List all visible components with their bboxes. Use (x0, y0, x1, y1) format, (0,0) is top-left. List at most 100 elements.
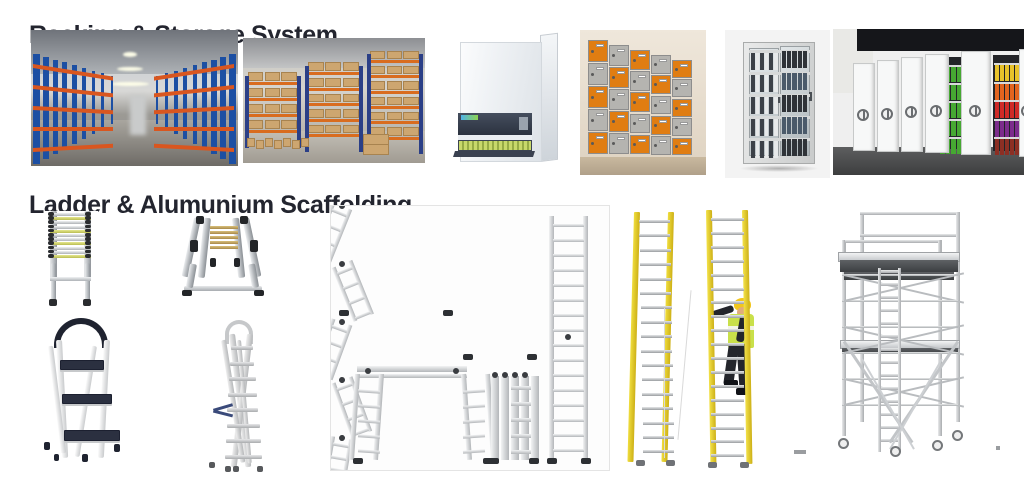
stepladder-step (228, 392, 257, 397)
stool-safety-handle (54, 318, 108, 348)
rack-beam (154, 127, 234, 131)
rack-beam (367, 60, 423, 63)
ladder-collar (85, 241, 91, 245)
compactor-handwheel[interactable] (930, 105, 942, 118)
rack-upright (156, 76, 158, 124)
ladder-rung (462, 419, 486, 424)
locker-name-tag (680, 141, 688, 145)
locker-name-tag (596, 113, 604, 116)
aisle-vanishing-point (130, 95, 147, 136)
file-binder (1005, 65, 1010, 81)
module-brand-logo (461, 115, 478, 120)
ladder-rung (641, 349, 673, 353)
ladder-rung (641, 378, 673, 382)
ladder-rung (639, 220, 670, 223)
cabinet-door-handle (777, 94, 780, 103)
ladder-foot (708, 462, 717, 468)
compactor-handwheel[interactable] (905, 106, 917, 119)
stepladder-foot (209, 462, 215, 468)
file-binder (1010, 120, 1015, 137)
ladder-rung (642, 392, 673, 396)
cabinet-shelf (749, 116, 810, 119)
rack-beam (245, 114, 301, 117)
cabinet-shadow (739, 165, 819, 172)
cabinet-file-binder (755, 53, 760, 70)
ladder-rung (711, 245, 744, 249)
cabinet-file-binder (787, 51, 792, 68)
carton-box (370, 81, 386, 90)
file-binder (1005, 102, 1010, 118)
scaffold-guard-rail (860, 234, 956, 237)
ladder-rung (711, 231, 744, 235)
product-image-eight-step-aluminium-stepladder (203, 320, 279, 472)
compactor-shelf (939, 83, 961, 85)
scaffold-access-ladder-rung (878, 335, 900, 338)
ladder-hinge (492, 372, 498, 378)
compactor-handwheel[interactable] (881, 107, 893, 120)
ladder-rung (357, 434, 381, 439)
scaffold-access-ladder-rail (898, 268, 901, 452)
rack-upright (419, 54, 423, 154)
ladder-rung (642, 421, 674, 425)
compactor-handwheel[interactable] (969, 105, 981, 118)
cabinet-file-binder (760, 75, 764, 92)
ladder-folded-rail (491, 376, 499, 460)
rack-upright (72, 65, 77, 144)
stepladder-foot (257, 466, 263, 472)
module-tray-lip (453, 151, 535, 157)
locker-lock-icon (633, 58, 636, 62)
locker-lock-icon (633, 122, 636, 126)
compactor-handwheel[interactable] (857, 108, 869, 121)
ladder-collar (85, 249, 91, 254)
cabinet-file-binder (760, 141, 764, 158)
carton-box (248, 72, 264, 81)
ladder-leg (197, 217, 211, 279)
folding-ladder-zigzag-segment (331, 318, 353, 381)
compactor-shelf (994, 100, 1024, 102)
rack-upright (101, 73, 104, 129)
carton-box (342, 78, 359, 87)
ladder-rail (549, 216, 554, 460)
cabinet-shelf (749, 50, 810, 53)
locker-lock-icon (675, 67, 678, 71)
locker-name-tag (638, 75, 646, 79)
ladder-rung (641, 364, 673, 367)
locker-name-tag (596, 67, 604, 70)
rack-upright (367, 54, 371, 154)
compactor-shelf (994, 63, 1024, 65)
cabinet-file-binder (782, 139, 787, 156)
product-image-vertical-lift-storage-module (450, 27, 572, 173)
ladder-rung (711, 259, 744, 263)
carton-box (281, 120, 297, 129)
carton-box (265, 138, 273, 147)
ladder-rung (553, 419, 584, 422)
compactor-shelf (939, 65, 961, 67)
locker-name-tag (680, 102, 688, 106)
ladder-rung (553, 284, 584, 287)
ladder-collar (85, 216, 91, 220)
product-image-mobile-compactor-shelving (833, 29, 1024, 175)
ladder-collar (48, 216, 54, 220)
carton-box (248, 104, 264, 113)
ladder-shoe (463, 354, 473, 360)
compactor-door-panel (853, 63, 875, 151)
compactor-shelf (994, 118, 1024, 121)
ladder-collar (48, 224, 54, 229)
ladder-hinge (502, 372, 508, 378)
ladder-rung (511, 418, 533, 422)
rack-upright (192, 65, 197, 144)
rack-upright (81, 67, 86, 139)
rack-upright (174, 70, 178, 134)
scaffold-access-ladder-rail (878, 268, 881, 452)
ladder-rung (331, 354, 337, 364)
ladder-collar (250, 240, 258, 252)
rack-beam (367, 106, 423, 109)
carton-box (283, 138, 291, 147)
ladder-shoe (489, 458, 499, 464)
locker-name-tag (617, 71, 625, 75)
ladder-extension-rope (664, 308, 665, 458)
file-binder (1000, 83, 1005, 100)
ladder-hinge (365, 368, 371, 374)
scaffold-castor-wheel (890, 446, 901, 457)
cabinet-file-binder (787, 117, 792, 134)
